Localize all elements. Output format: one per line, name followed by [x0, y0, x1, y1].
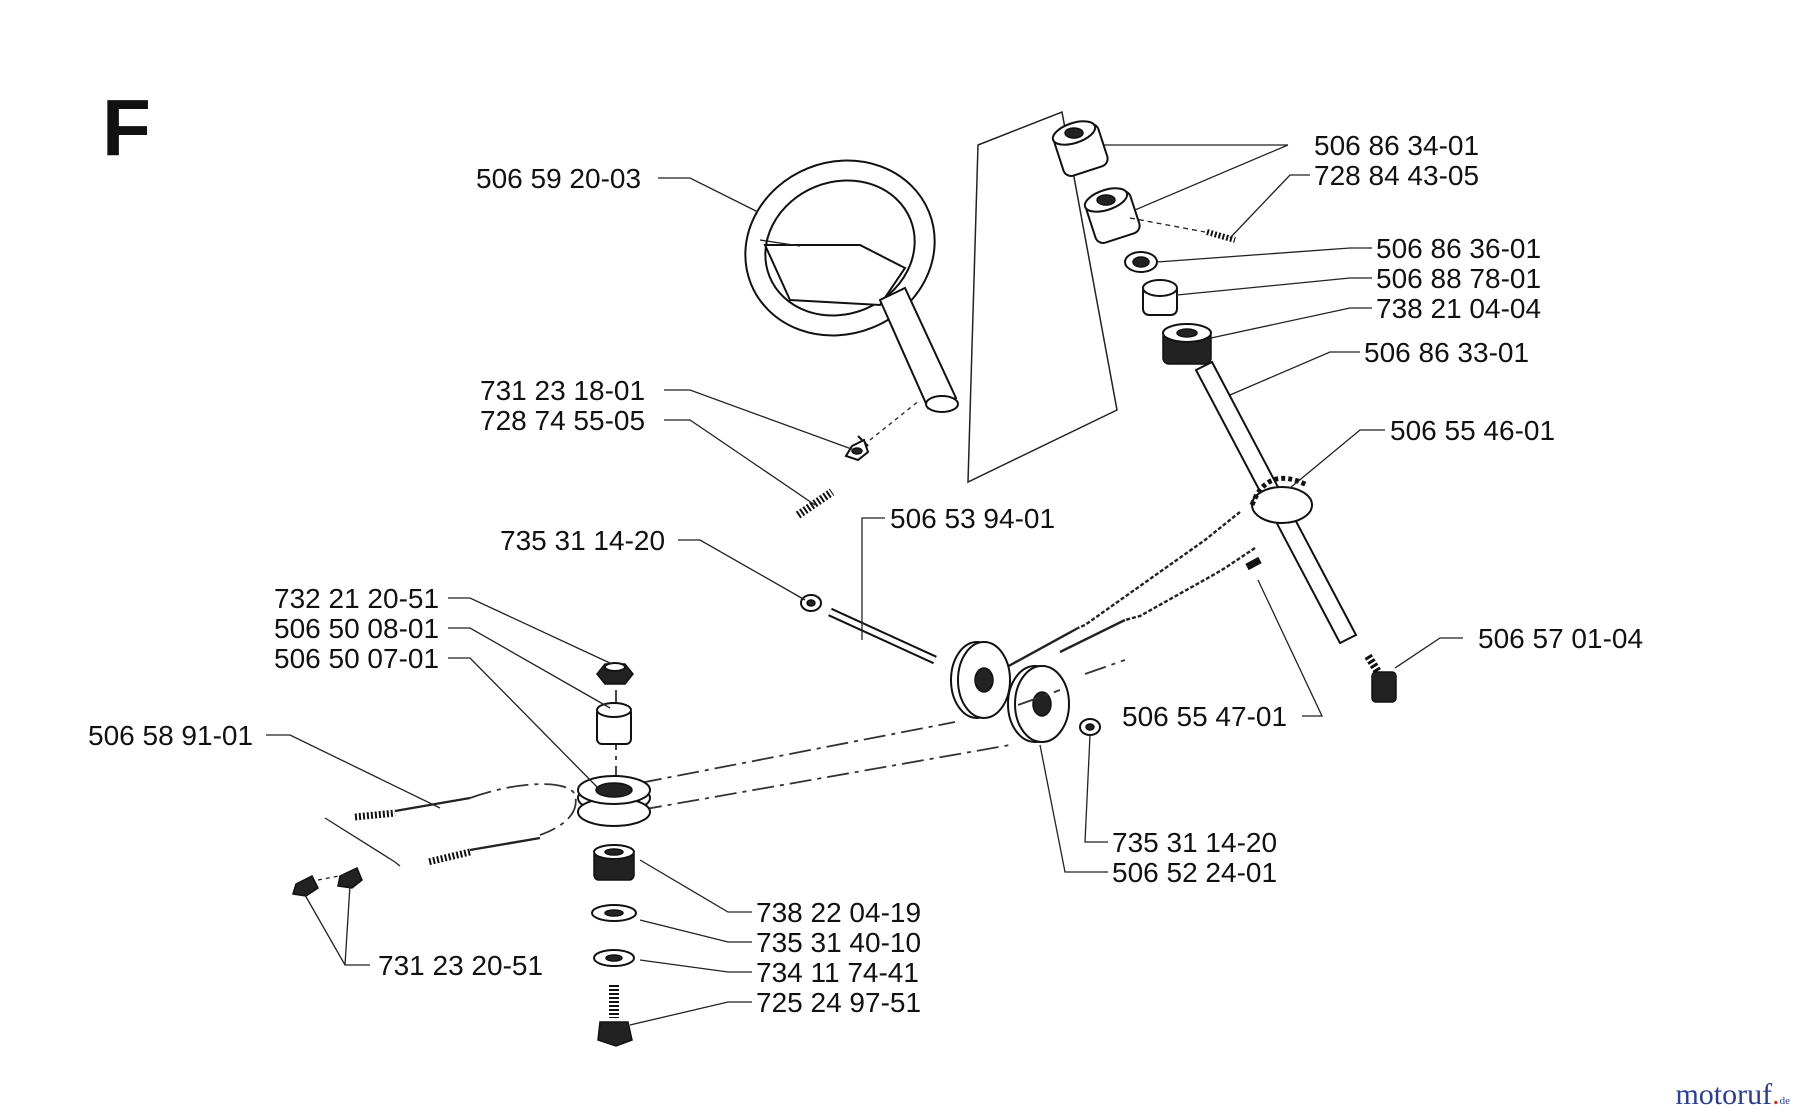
part-labels: 506 59 20-03 731 23 18-01 728 74 55-05 7… — [88, 130, 1643, 1018]
part-label: 738 22 04-19 — [756, 897, 921, 928]
part-label: 506 86 36-01 — [1376, 233, 1541, 264]
part-label: 734 11 74-41 — [756, 957, 919, 988]
part-label: 735 31 14-20 — [1112, 827, 1277, 858]
part-label: 506 59 20-03 — [476, 163, 641, 194]
part-label: 506 50 08-01 — [274, 613, 439, 644]
part-label: 506 50 07-01 — [274, 643, 439, 674]
wheel-column-fasteners — [795, 399, 921, 519]
part-label: 735 31 14-20 — [500, 525, 665, 556]
part-label: 506 52 24-01 — [1112, 857, 1277, 888]
part-label: 506 86 34-01 — [1314, 130, 1479, 161]
part-label: 506 86 33-01 — [1364, 337, 1529, 368]
part-label: 506 58 91-01 — [88, 720, 253, 751]
part-label: 506 55 46-01 — [1390, 415, 1555, 446]
lower-cable — [292, 783, 577, 897]
upper-column-stack — [1051, 120, 1397, 703]
section-letter: F — [102, 83, 151, 172]
pulley-shaft — [800, 594, 937, 665]
part-label: 732 21 20-51 — [274, 583, 439, 614]
part-label: 506 53 94-01 — [890, 503, 1055, 534]
part-label: 735 31 40-10 — [756, 927, 921, 958]
pulleys — [950, 641, 1101, 743]
part-label: 506 57 01-04 — [1478, 623, 1643, 654]
part-label: 506 88 78-01 — [1376, 263, 1541, 294]
leader-lines — [266, 144, 1463, 1026]
steering-cables — [1004, 511, 1262, 670]
watermark-logo: motoruf.de — [1675, 1078, 1790, 1111]
group-outline — [967, 110, 1118, 484]
collar-2 — [1083, 187, 1141, 244]
part-label: 738 21 04-04 — [1376, 293, 1541, 324]
part-label: 506 55 47-01 — [1122, 701, 1287, 732]
collar-1 — [1051, 120, 1109, 177]
part-label: 728 84 43-05 — [1314, 160, 1479, 191]
lower-pivot-stack — [577, 662, 651, 1047]
part-label: 725 24 97-51 — [756, 987, 921, 1018]
part-label: 731 23 18-01 — [480, 375, 645, 406]
part-label: 728 74 55-05 — [480, 405, 645, 436]
steering-wheel — [744, 159, 959, 413]
part-label: 731 23 20-51 — [378, 950, 543, 981]
